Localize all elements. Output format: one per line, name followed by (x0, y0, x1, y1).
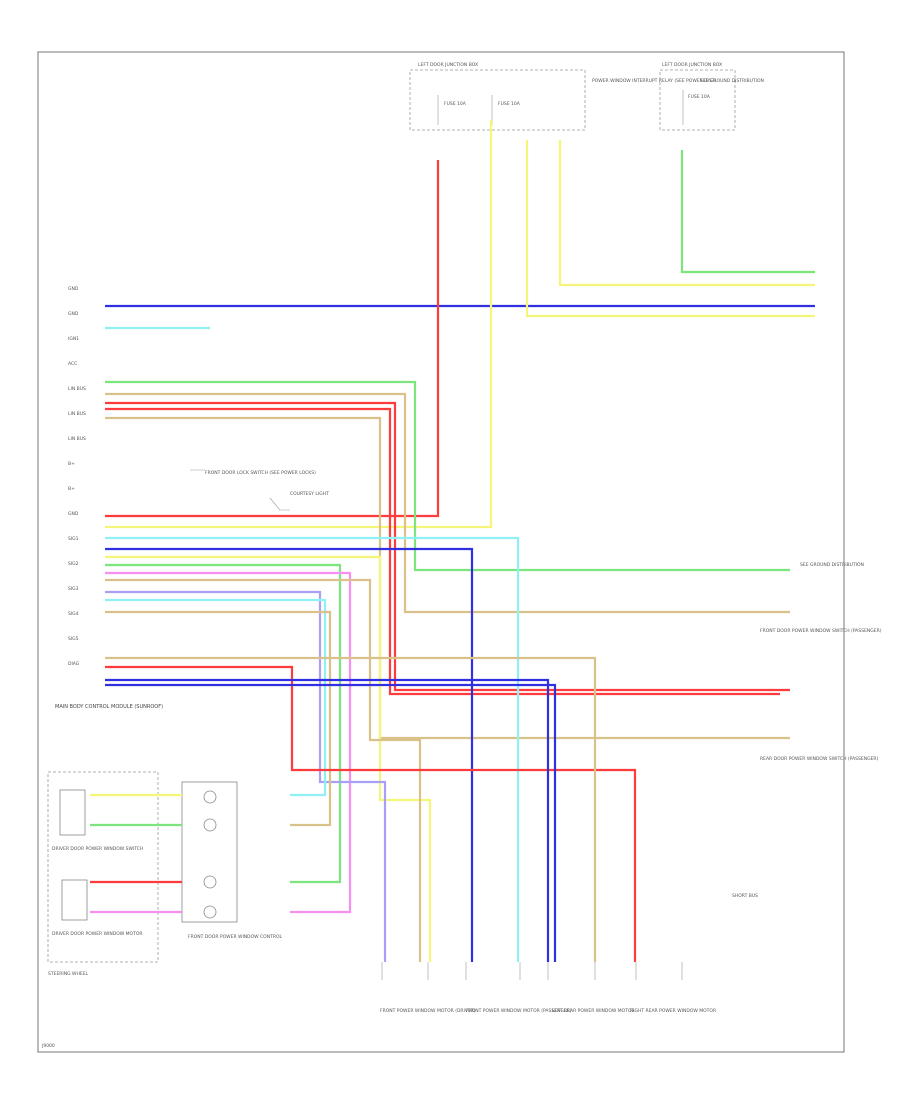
bottom-motor-2: FRONT POWER WINDOW MOTOR (PASSENGER) (465, 962, 572, 1014)
wire-yellow-5 (105, 120, 493, 529)
bottom-motor-label: FRONT POWER WINDOW MOTOR (PASSENGER) (466, 1008, 572, 1014)
right-note: SEE GROUND DISTRIBUTION (800, 562, 864, 568)
bottom-motor-label: LEFT REAR POWER WINDOW MOTOR (552, 1008, 635, 1014)
wire-group (90, 120, 815, 962)
top-note: POWER WINDOW INTERRUPT RELAY (SEE POWER … (592, 78, 717, 84)
callout-door-lock: FRONT DOOR LOCK SWITCH (SEE POWER LOCKS) (205, 470, 316, 476)
bottom-motor-label: RIGHT REAR POWER WINDOW MOTOR (630, 1008, 716, 1014)
pin-label: SIG3 (68, 586, 79, 592)
driver-motor-body (61, 879, 88, 921)
wire-blue-24 (105, 683, 557, 962)
wire-yellow-14 (105, 555, 432, 962)
bottom-motor-label: FRONT POWER WINDOW MOTOR (DRIVER) (380, 1008, 476, 1014)
right-note: FRONT DOOR POWER WINDOW SWITCH (PASSENGE… (760, 628, 882, 634)
right-note: REAR DOOR POWER WINDOW SWITCH (PASSENGER… (760, 756, 879, 762)
pin-label: SIG4 (68, 611, 79, 617)
wire-blue-13 (105, 547, 474, 962)
fuse-box-left: LEFT DOOR JUNCTION BOX FUSE 10A FUSE 10A (409, 62, 586, 131)
center-control-label: FRONT DOOR POWER WINDOW CONTROL (188, 934, 283, 940)
wire-tan-22 (105, 656, 597, 962)
center-connector (203, 905, 217, 919)
wire-green-1 (680, 150, 815, 274)
wire-red-21 (105, 665, 637, 962)
bottom-right-note: SHORT BUS (732, 893, 758, 899)
pin-label: GND (68, 511, 79, 517)
wire-red-9 (105, 401, 790, 692)
pin-label: IGN1 (68, 336, 79, 342)
fuse-label: FUSE 10A (498, 101, 521, 107)
wire-cyan-12 (105, 536, 520, 962)
pin-label: ACC (68, 361, 77, 367)
pin-label: B+ (68, 486, 75, 492)
driver-switch-body (59, 789, 86, 836)
wire-yellow-3 (525, 140, 815, 318)
wire-tan-8 (105, 392, 790, 614)
bottom-motor-3: LEFT REAR POWER WINDOW MOTOR (547, 962, 635, 1014)
pin-label: LIN BUS (68, 411, 86, 417)
wire-tan-20 (105, 610, 332, 827)
bottom-motor-4: RIGHT REAR POWER WINDOW MOTOR (630, 962, 716, 1014)
wire-pink-16 (105, 571, 352, 914)
wire-blue-23 (105, 678, 550, 962)
center-connector (203, 875, 217, 889)
fuse-label: FUSE 10A (688, 94, 711, 100)
wire-green-7 (105, 380, 790, 572)
pin-label: LIN BUS (68, 386, 86, 392)
wire-red-10 (105, 407, 780, 696)
fuse-label: FUSE 10A (444, 101, 467, 107)
fuse-symbol (437, 95, 493, 125)
fuse-box-left-title: LEFT DOOR JUNCTION BOX (418, 62, 478, 68)
callout-courtesy-light: COURTESY LIGHT (290, 491, 329, 497)
driver-switch-box (47, 771, 159, 963)
top-note: SEE GROUND DISTRIBUTION (700, 78, 764, 84)
center-connector (203, 818, 217, 832)
wire-green-15 (105, 563, 342, 884)
pin-label: GND (68, 286, 79, 292)
wire-red-4 (105, 160, 440, 518)
pin-label: B+ (68, 461, 75, 467)
pin-label: LIN BUS (68, 436, 86, 442)
wire-yellow-2 (558, 140, 815, 287)
fuse-box-right: LEFT DOOR JUNCTION BOX FUSE 10A (659, 62, 736, 131)
fuse-box-right-title: LEFT DOOR JUNCTION BOX (662, 62, 722, 68)
frame-corner-label: J9000 (41, 1043, 55, 1049)
center-connector (203, 790, 217, 804)
pin-label: SIG1 (68, 536, 79, 542)
wire-violet-18 (105, 590, 387, 962)
driver-switch-label: DRIVER DOOR POWER WINDOW SWITCH (52, 846, 143, 852)
center-control-box (181, 781, 238, 923)
diagram-frame (37, 51, 845, 1053)
wire-tan-17 (105, 578, 422, 962)
driver-motor-label: DRIVER DOOR POWER WINDOW MOTOR (52, 931, 142, 937)
pin-label: DIAG (68, 661, 80, 667)
callout-leader (190, 469, 290, 511)
wire-cyan-19 (105, 598, 327, 797)
pin-label: SIG2 (68, 561, 79, 567)
pin-label: SIG5 (68, 636, 79, 642)
pin-label: GND (68, 311, 79, 317)
steering-wheel-label: STEERING WHEEL (48, 971, 89, 977)
control-unit-name: MAIN BODY CONTROL MODULE (SUNROOF) (55, 704, 163, 710)
bottom-motor-1: FRONT POWER WINDOW MOTOR (DRIVER) (380, 962, 476, 1014)
